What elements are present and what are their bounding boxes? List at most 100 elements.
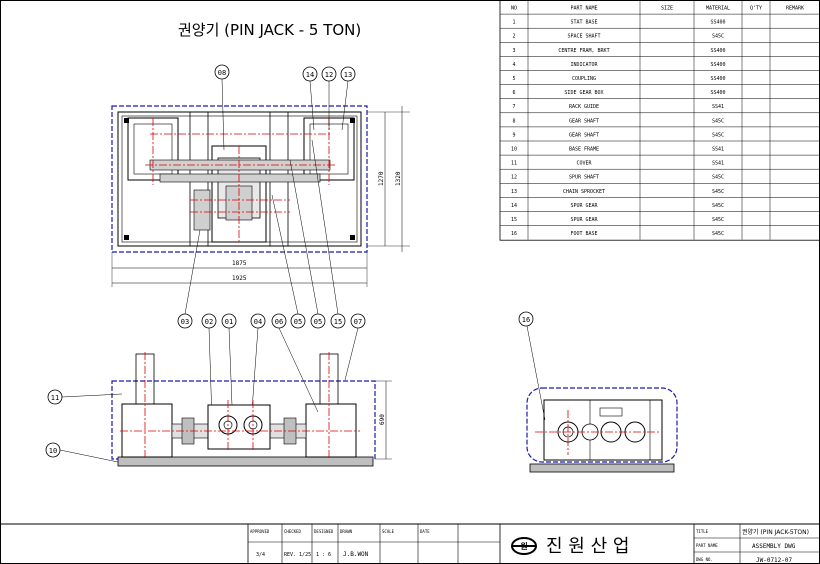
dim-inner-height: 1270	[378, 171, 385, 186]
tb-dwgno: JW-0712-07	[756, 557, 793, 564]
balloon-04: 04	[250, 313, 266, 411]
parts-table-cell: 12	[511, 175, 517, 181]
company-logo: 원	[511, 537, 537, 555]
svg-text:11: 11	[51, 394, 59, 402]
balloon-05b: 05	[289, 159, 326, 329]
parts-table-cell: SS400	[710, 48, 725, 54]
title-block	[0, 523, 820, 564]
parts-table-cell: 11	[511, 161, 517, 167]
tb-sheet: 3/4	[256, 552, 265, 558]
parts-table-cell: CENTRE FRAM, BRKT	[558, 48, 609, 54]
parts-table-cell: S45C	[712, 189, 724, 195]
dim-outer-width: 1925	[232, 275, 247, 282]
balloon-03: 03	[177, 229, 201, 329]
parts-table-cell: 9	[512, 132, 515, 138]
svg-text:14: 14	[306, 71, 314, 79]
top-view	[111, 105, 368, 253]
balloon-07: 07	[344, 313, 366, 381]
balloon-05a: 05	[290, 313, 306, 329]
parts-table-cell: SS400	[710, 62, 725, 68]
parts-table-cell: 13	[511, 189, 517, 195]
svg-text:05: 05	[314, 318, 322, 326]
svg-text:원: 원	[520, 541, 527, 551]
front-view	[111, 352, 392, 467]
tb-scale: 1 : 6	[316, 552, 331, 558]
svg-text:15: 15	[334, 318, 342, 326]
balloon-02: 02	[201, 313, 217, 421]
top-dimensions	[111, 106, 410, 287]
parts-header-cell: SIZE	[661, 6, 673, 12]
svg-text:02: 02	[205, 318, 213, 326]
svg-text:12: 12	[325, 71, 333, 79]
tb-part: ASSEMBLY DWG	[752, 543, 796, 550]
tb-dwgno-label: DWG NO.	[696, 557, 713, 562]
svg-text:06: 06	[275, 318, 283, 326]
balloon-13: 13	[340, 66, 356, 131]
parts-table-cell: BASE FRAME	[569, 147, 599, 153]
drawing-title: 권양기 (PIN JACK - 5 TON)	[178, 21, 361, 39]
parts-table-cell: FOOT BASE	[570, 231, 597, 237]
dim-inner-width: 1875	[232, 260, 247, 267]
parts-table-cell: RACK GUIDE	[569, 104, 599, 110]
tb-label-date: DATE	[420, 529, 430, 534]
tb-label-drawn: DRAWN	[340, 529, 353, 534]
parts-table-cell: SS400	[710, 76, 725, 82]
parts-header-cell: REMARK	[786, 6, 804, 12]
parts-table-cell: 16	[511, 231, 517, 237]
parts-table-cell: SPUR GEAR	[570, 203, 598, 209]
parts-table-cell: S45C	[712, 217, 724, 223]
parts-table-cell: 6	[512, 90, 515, 96]
tb-label-checked: CHECKED	[284, 529, 301, 534]
tb-label-designed: DESIGNED	[314, 529, 334, 534]
parts-table-cell: STAT BASE	[570, 20, 597, 26]
tb-title-label: TITLE	[696, 529, 709, 534]
parts-table-cell: S45C	[712, 34, 724, 40]
svg-text:03: 03	[181, 318, 189, 326]
parts-header-cell: NO	[511, 6, 517, 12]
parts-table-cell: 4	[512, 62, 515, 68]
parts-table-cell: 1	[512, 20, 515, 26]
parts-header-cell: Q'TY	[750, 6, 762, 12]
parts-table-cell: SS400	[710, 90, 725, 96]
parts-table-cell: S45C	[712, 175, 724, 181]
balloon-10: 10	[45, 442, 119, 463]
parts-table-cell: CHAIN SPROCKET	[563, 189, 605, 195]
parts-table-cell: SPACE SHAFT	[567, 34, 600, 40]
balloon-16: 16	[518, 311, 546, 421]
parts-table: NO PART NAME SIZE MATERIAL Q'TY REMARK 1 STAT B…	[499, 0, 820, 241]
parts-table-cell: 10	[511, 147, 517, 153]
svg-text:07: 07	[354, 318, 362, 326]
parts-table-cell: S45C	[712, 231, 724, 237]
parts-table-cell: COVER	[576, 161, 592, 167]
parts-header-cell: MATERIAL	[706, 6, 730, 12]
svg-text:08: 08	[218, 69, 226, 77]
tb-rev: REV. 1/25	[284, 552, 311, 558]
parts-table-cell: SIDE GEAR BOX	[564, 90, 603, 96]
parts-header-cell: PART NAME	[570, 6, 597, 12]
svg-text:10: 10	[49, 447, 57, 455]
company-name: 진 원 산 업	[546, 536, 629, 557]
parts-table-cell: GEAR SHAFT	[569, 132, 599, 138]
balloon-01: 01	[221, 313, 237, 406]
parts-table-cell: SS41	[712, 104, 724, 110]
parts-table-cell: 2	[512, 34, 515, 40]
tb-title: 권양기 (PIN JACK-5TON)	[742, 528, 809, 536]
parts-table-cell: S45C	[712, 132, 724, 138]
svg-text:05: 05	[294, 318, 302, 326]
parts-table-cell: GEAR SHAFT	[569, 118, 599, 124]
parts-table-cell: SS41	[712, 147, 724, 153]
balloon-06: 06	[271, 313, 319, 413]
balloon-08: 08	[214, 64, 230, 151]
svg-text:01: 01	[225, 318, 233, 326]
balloon-11: 11	[47, 389, 123, 405]
balloon-14: 14	[302, 66, 318, 131]
parts-table-cell: 5	[512, 76, 515, 82]
tb-label-scale: SCALE	[382, 529, 395, 534]
svg-text:13: 13	[344, 71, 352, 79]
parts-table-cell: SPUR GEAR	[570, 217, 598, 223]
parts-table-cell: S45C	[712, 118, 724, 124]
svg-text:16: 16	[522, 316, 530, 324]
parts-table-cell: 7	[512, 104, 515, 110]
